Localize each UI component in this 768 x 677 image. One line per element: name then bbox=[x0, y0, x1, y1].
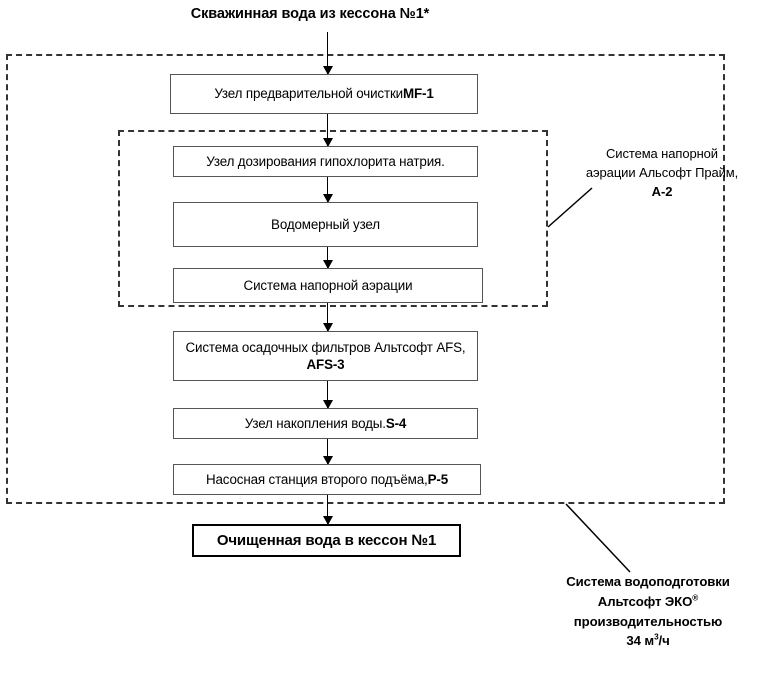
annotation-outer-group: Система водоподготовки Альтсофт ЭКО® про… bbox=[536, 572, 760, 651]
node-s4-label: Узел накопления воды. bbox=[244, 415, 386, 431]
annotation-eco-line2: Альтсофт ЭКО® bbox=[536, 592, 760, 612]
arrow-hypo-to-meter bbox=[322, 177, 333, 203]
annotation-eco-line2-text: Альтсофт ЭКО bbox=[597, 593, 693, 609]
annotation-eco-registered-mark: ® bbox=[692, 593, 699, 603]
node-hypochlorite-dosing: Узел дозирования гипохлорита натрия. bbox=[173, 146, 478, 177]
node-s4-code: S-4 bbox=[385, 415, 407, 431]
arrow-s4-to-p5 bbox=[322, 439, 333, 465]
annotation-eco-line1: Система водоподготовки bbox=[566, 574, 730, 589]
annotation-eco-capacity-unit: /ч bbox=[658, 633, 670, 649]
node-afs-label: Система осадочных фильтров Альтсофт AFS, bbox=[185, 339, 466, 355]
node-pretreatment-mf1: Узел предварительной очистки MF-1 bbox=[170, 74, 478, 114]
leader-line-outer-group bbox=[565, 503, 631, 573]
inner-group-boundary bbox=[118, 130, 548, 307]
node-pumping-station-p5: Насосная станция второго подъёма, P-5 bbox=[173, 464, 481, 495]
node-pressure-aeration-system: Система напорной аэрации bbox=[173, 268, 483, 303]
annotation-eco-line4: 34 м3/ч bbox=[536, 631, 760, 651]
annotation-a2-line1: Система напорной bbox=[606, 146, 718, 161]
arrow-inlet-to-mf1 bbox=[322, 32, 333, 75]
node-sediment-filters-afs3: Система осадочных фильтров Альтсофт AFS,… bbox=[173, 331, 478, 381]
node-treated-water-output: Очищенная вода в кессон №1 bbox=[192, 524, 461, 557]
arrow-p5-to-output bbox=[322, 495, 333, 525]
arrow-mf1-to-hypo bbox=[322, 114, 333, 147]
node-mf1-label: Узел предварительной очистки bbox=[214, 86, 404, 102]
diagram-title: Скважинная вода из кессона №1* bbox=[190, 6, 430, 22]
node-output-label: Очищенная вода в кессон №1 bbox=[216, 531, 437, 549]
node-water-accumulation-s4: Узел накопления воды. S-4 bbox=[173, 408, 478, 439]
node-aeration-label: Система напорной аэрации bbox=[243, 277, 413, 293]
annotation-a2-line2: аэрации Альсофт Прайм, bbox=[585, 164, 739, 180]
annotation-a2-code: A-2 bbox=[651, 183, 673, 199]
annotation-eco-capacity-value: 34 м bbox=[626, 633, 655, 649]
outer-group-boundary bbox=[6, 54, 725, 504]
node-mf1-code: MF-1 bbox=[403, 86, 434, 102]
leader-line-inner-group bbox=[547, 187, 593, 228]
arrow-aeration-to-afs bbox=[322, 303, 333, 332]
arrow-meter-to-aeration bbox=[322, 247, 333, 269]
annotation-inner-group: Система напорной аэрации Альсофт Прайм, … bbox=[566, 145, 758, 202]
annotation-eco-cubic-exponent: 3 bbox=[654, 633, 659, 642]
node-water-metering-unit: Водомерный узел bbox=[173, 202, 478, 247]
node-p5-code: P-5 bbox=[427, 471, 449, 487]
node-p5-label: Насосная станция второго подъёма, bbox=[205, 471, 428, 487]
node-afs-code: AFS-3 bbox=[306, 357, 345, 372]
arrow-afs-to-s4 bbox=[322, 381, 333, 409]
node-hypo-label: Узел дозирования гипохлорита натрия. bbox=[206, 153, 445, 169]
node-meter-label: Водомерный узел bbox=[271, 216, 380, 232]
annotation-eco-line3: производительностью bbox=[573, 613, 723, 629]
